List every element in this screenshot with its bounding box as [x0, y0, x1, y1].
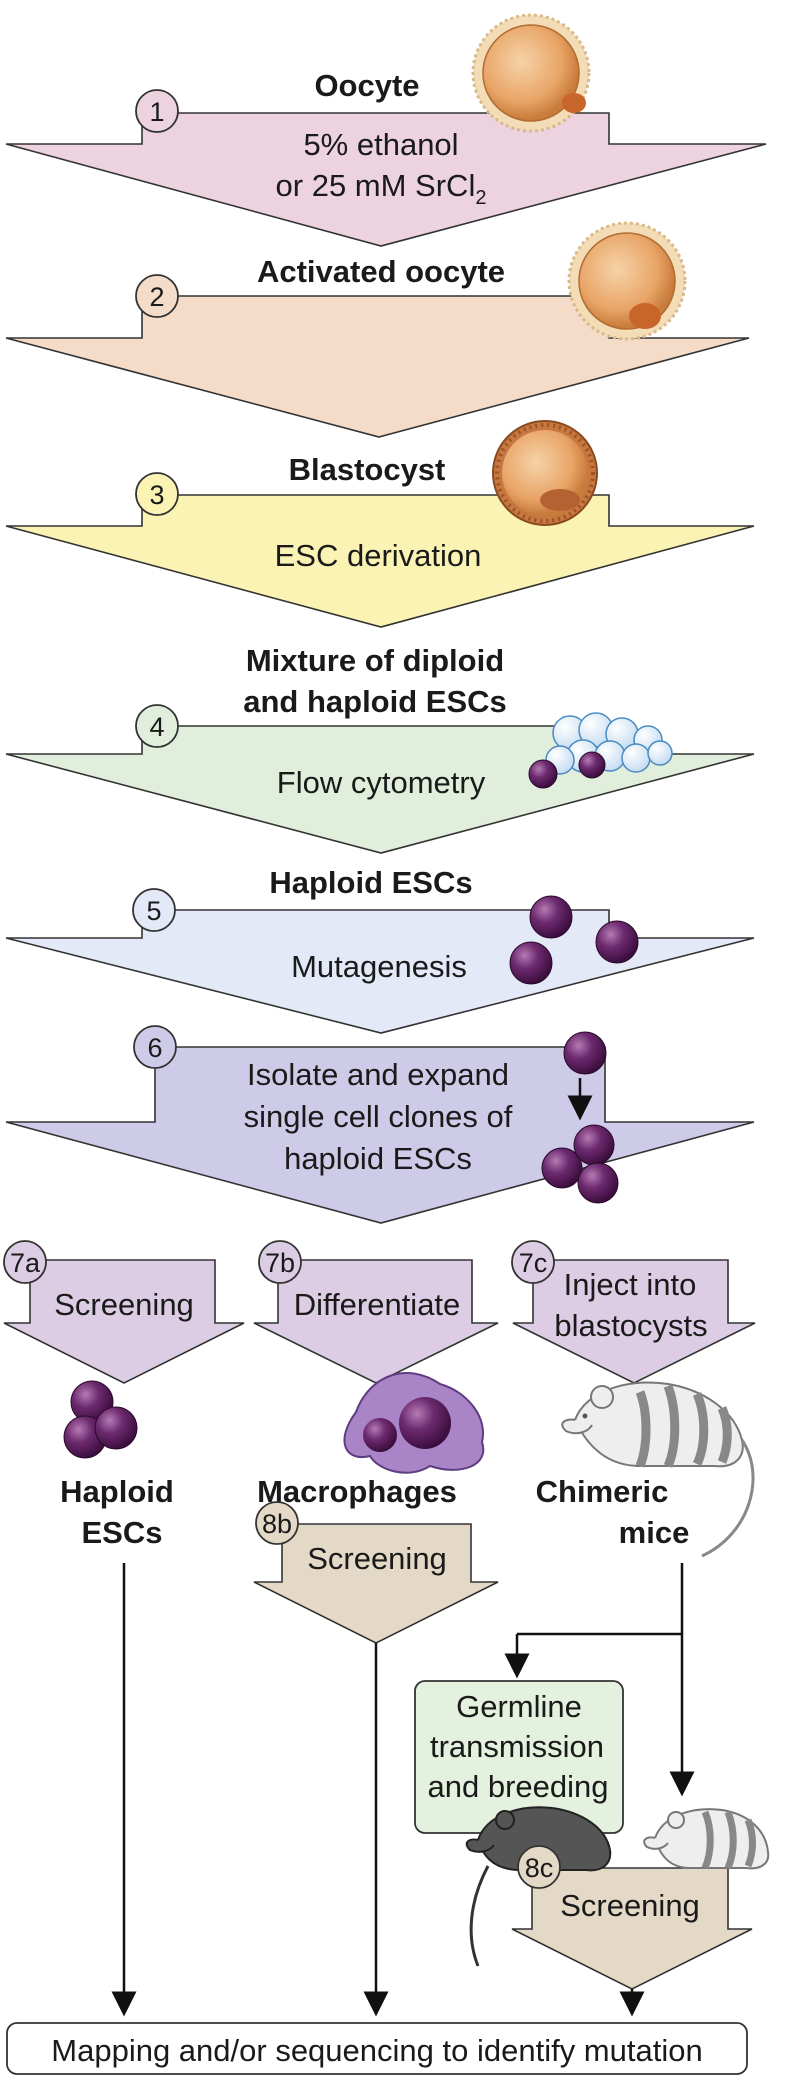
step-3-arrow	[5, 494, 755, 628]
svg-text:4: 4	[149, 712, 164, 742]
step-1-title: Oocyte	[314, 68, 419, 103]
svg-text:8c: 8c	[525, 1853, 554, 1883]
germline-line-1: Germline	[456, 1689, 582, 1724]
result-7c-line-1: Chimeric	[536, 1474, 669, 1509]
germline-line-2: transmission	[430, 1729, 604, 1764]
step-5-arrow	[5, 909, 755, 1034]
step-5-line-1: Mutagenesis	[291, 949, 467, 984]
step-1-line-2: or 25 mM SrCl2	[276, 168, 487, 209]
svg-text:7b: 7b	[265, 1248, 295, 1278]
step-6-line-2: single cell clones of	[244, 1099, 513, 1134]
result-7a-line-1: Haploid	[60, 1474, 174, 1509]
germline-line-3: and breeding	[428, 1769, 609, 1804]
dark-mouse-icon	[465, 1806, 612, 1967]
step-badge-7c: 7c	[511, 1240, 555, 1284]
esc-mixture-icon	[528, 712, 673, 789]
step-badge-3: 3	[135, 472, 179, 516]
step-3: 3 Blastocyst ESC derivation	[5, 420, 755, 628]
step-badge-7b: 7b	[258, 1240, 302, 1284]
step-3-line-1: ESC derivation	[275, 538, 482, 573]
step-6-line-3: haploid ESCs	[284, 1141, 472, 1176]
step-5: 5 Haploid ESCs Mutagenesis	[5, 865, 755, 1034]
light-mouse-icon	[643, 1808, 770, 1870]
final-label: Mapping and/or sequencing to identify mu…	[51, 2033, 702, 2068]
svg-text:2: 2	[149, 282, 164, 312]
step-8c-arrow	[511, 1867, 753, 1990]
branch-7a-arrow	[3, 1259, 245, 1384]
macrophage-icon	[343, 1372, 485, 1474]
step-4-line-1: Flow cytometry	[277, 765, 486, 800]
step-badge-4: 4	[135, 704, 179, 748]
result-7b-label: Macrophages	[257, 1474, 457, 1509]
step-8c: 8c Screening	[465, 1806, 770, 2017]
result-7a-line-2: ESCs	[82, 1515, 163, 1550]
step-1-line-1: 5% ethanol	[303, 127, 458, 162]
step-6: 6 Isolate and expand single cell clones …	[5, 1025, 755, 1224]
haploid-esc-cells-icon	[509, 895, 639, 985]
step-4-title-line-2: and haploid ESCs	[243, 684, 507, 719]
step-8c-label: Screening	[560, 1888, 700, 1923]
step-8b: 8b Screening	[253, 1501, 499, 2017]
step-8b-label: Screening	[307, 1541, 447, 1576]
branch-7c: 7c Inject into blastocysts Chimeric mice	[504, 1240, 756, 1797]
svg-text:5: 5	[146, 896, 161, 926]
step-badge-8b: 8b	[255, 1501, 299, 1545]
svg-text:7c: 7c	[519, 1248, 548, 1278]
step-6-line-1: Isolate and expand	[247, 1057, 509, 1092]
branch-7c-line-1: Inject into	[564, 1267, 697, 1302]
haploid-esc-cluster-icon	[63, 1380, 138, 1459]
step-badge-2: 2	[135, 274, 179, 318]
step-1-arrow	[5, 112, 767, 247]
step-8b-arrow	[253, 1523, 499, 1644]
chimeric-mouse-icon	[561, 1381, 755, 1558]
step-badge-7a: 7a	[3, 1240, 47, 1284]
step-badge-1: 1	[135, 89, 179, 133]
svg-text:7a: 7a	[10, 1248, 41, 1278]
step-badge-5: 5	[132, 888, 176, 932]
germline-box: Germline transmission and breeding	[414, 1680, 624, 1834]
activated-oocyte-icon	[567, 221, 687, 341]
branch-7c-line-2: blastocysts	[554, 1308, 707, 1343]
step-5-title: Haploid ESCs	[269, 865, 472, 900]
branch-7c-arrow	[512, 1259, 756, 1384]
blastocyst-icon	[492, 420, 598, 526]
clone-expansion-icon	[541, 1031, 619, 1204]
svg-text:1: 1	[149, 97, 164, 127]
final-box: Mapping and/or sequencing to identify mu…	[6, 2022, 748, 2075]
step-badge-6: 6	[133, 1025, 177, 1069]
branch-7b-label: Differentiate	[294, 1287, 461, 1322]
svg-text:3: 3	[149, 480, 164, 510]
step-2-title: Activated oocyte	[257, 254, 505, 289]
step-1: 1 Oocyte 5% ethanol or 25 mM SrCl2	[5, 13, 767, 247]
step-4: 4 Mixture of diploid and haploid ESCs Fl…	[5, 643, 755, 854]
svg-text:6: 6	[147, 1033, 162, 1063]
branch-7a-label: Screening	[54, 1287, 194, 1322]
branch-7b: 7b Differentiate Macrophages	[253, 1240, 499, 1509]
step-3-title: Blastocyst	[289, 452, 446, 487]
result-7c-line-2: mice	[619, 1515, 690, 1550]
branch-7b-arrow	[253, 1259, 499, 1384]
step-badge-8c: 8c	[517, 1845, 561, 1889]
branch-7a: 7a Screening Haploid ESCs	[3, 1240, 245, 2017]
oocyte-icon	[471, 13, 591, 133]
step-4-title-line-1: Mixture of diploid	[246, 643, 504, 678]
step-2: 2 Activated oocyte	[5, 221, 750, 438]
svg-text:8b: 8b	[262, 1509, 292, 1539]
